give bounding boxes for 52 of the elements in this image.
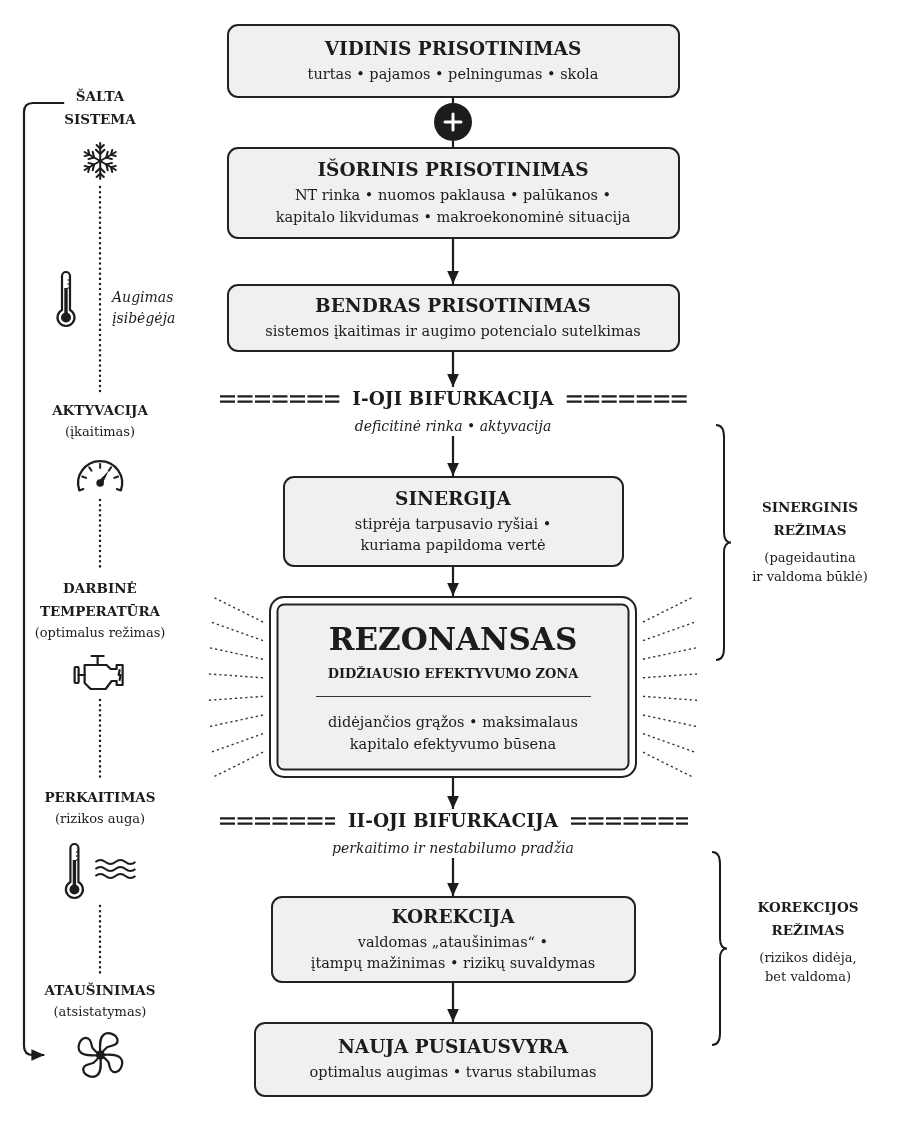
process-box xyxy=(226,284,680,352)
box-title: IŠORINIS PRISOTINIMAS xyxy=(317,158,589,182)
stage-title: PERKAITIMAS xyxy=(44,788,156,807)
box-title: BENDRAS PRISOTINIMAS xyxy=(315,293,591,318)
section-subtitle: perkaitimo ir nestabilumo pradžia xyxy=(332,839,574,858)
connector-line xyxy=(451,141,455,147)
arrow xyxy=(447,567,459,596)
box-subtitle: DIDŽIAUSIO EFEKTYVUMO ZONA xyxy=(327,664,579,683)
stage-title: AKTYVACIJA xyxy=(52,401,148,420)
stage-title: DARBINĖ TEMPERATŪRA xyxy=(39,579,161,621)
box-text: turtas • pajamos • pelningumas • skola xyxy=(307,64,599,84)
bracket-label: SINERGINIS REŽIMAS xyxy=(761,498,859,540)
return-arrow xyxy=(22,101,65,1061)
highlight-box xyxy=(269,596,637,778)
process-box xyxy=(253,1022,653,1097)
box-text: optimalus augimas • tvarus stabilumas xyxy=(309,1063,597,1083)
arrow xyxy=(447,239,459,284)
box-text: NT rinka • nuomos paklausa • palūkanos • kapitalo likvidumas • makroekonominė situacija xyxy=(275,186,631,227)
stage-subtitle: (įkaitimas) xyxy=(64,423,136,441)
arrow xyxy=(447,983,459,1022)
box-title: KOREKCIJA xyxy=(391,904,515,929)
process-box xyxy=(226,24,680,98)
arrow xyxy=(447,778,459,809)
box-text: didėjančios grąžos • maksimalaus kapitalo efektyvumo būsena xyxy=(328,713,578,754)
dotted-line xyxy=(98,904,102,975)
stage-title: ŠALTA SISTEMA xyxy=(64,87,136,129)
box-title: REZONANSAS xyxy=(328,619,578,659)
dotted-line xyxy=(98,185,102,395)
box-title: SINERGIJA xyxy=(395,486,511,511)
plus-icon xyxy=(434,103,472,141)
arrow xyxy=(447,352,459,387)
section-subtitle: deficitinė rinka • aktyvacija xyxy=(354,417,552,436)
section-heading: II-OJI BIFURKACIJA xyxy=(347,809,559,833)
arrow xyxy=(447,436,459,476)
stage-subtitle: (atsistatymas) xyxy=(53,1003,147,1021)
box-title: VIDINIS PRISOTINIMAS xyxy=(324,36,582,61)
stage-subtitle: (rizikos auga) xyxy=(54,810,146,828)
process-box xyxy=(282,476,624,567)
box-text: stiprėja tarpusavio ryšiai • kuriama papildoma vertė xyxy=(354,514,552,555)
box-text: sistemos įkaitimas ir augimo potencialo sutelkimas xyxy=(265,321,641,341)
bracket-label: KOREKCIJOS REŽIMAS xyxy=(757,898,859,940)
box-title: NAUJA PUSIAUSVYRA xyxy=(337,1035,569,1060)
stage-title: ATAUŠINIMAS xyxy=(44,981,156,1000)
stage-subtitle: (optimalus režimas) xyxy=(34,624,166,642)
bracket-note: (pageidautina ir valdoma būklė) xyxy=(752,549,868,586)
process-box xyxy=(226,147,680,239)
bracket-note: (rizikos didėja, bet valdoma) xyxy=(759,949,857,986)
connector-line xyxy=(451,98,455,103)
box-text: valdomas „ataušinimas“ • įtampų mažinimas • rizikų suvaldymas xyxy=(310,932,596,973)
process-box xyxy=(270,896,636,983)
section-heading: I-OJI BIFURKACIJA xyxy=(352,387,554,411)
arrow xyxy=(447,858,459,896)
